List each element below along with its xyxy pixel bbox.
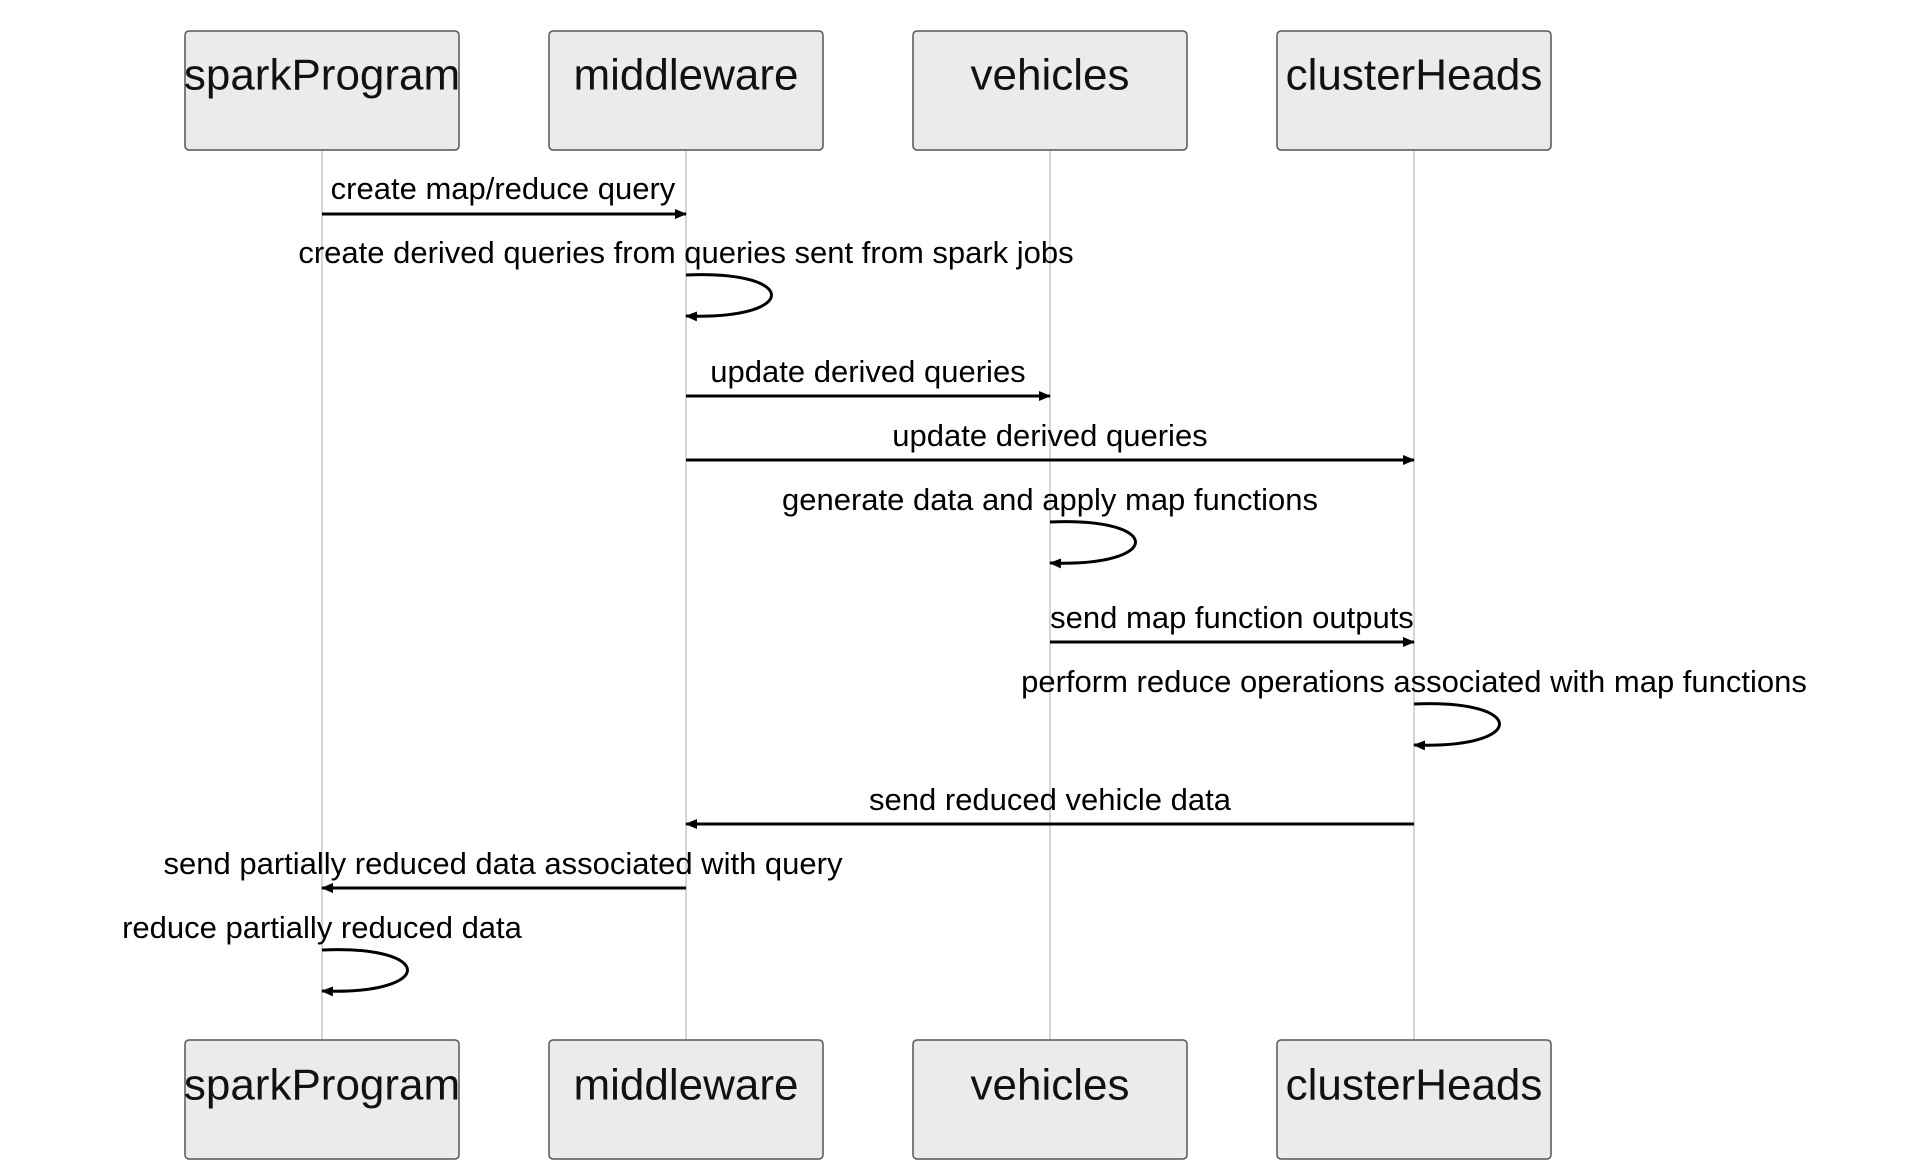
participant-vehicles-bottom: vehicles — [912, 1039, 1188, 1160]
participant-label: sparkProgram — [184, 51, 460, 100]
message-label: send map function outputs — [1050, 600, 1414, 635]
participant-clusterHeads-bottom: clusterHeads — [1276, 1039, 1552, 1160]
message-label: perform reduce operations associated wit… — [1021, 664, 1807, 699]
message-label: update derived queries — [710, 354, 1025, 389]
message-label: generate data and apply map functions — [782, 482, 1318, 517]
message-label: send partially reduced data associated w… — [164, 846, 843, 881]
participant-label: vehicles — [971, 1061, 1130, 1110]
participant-label: middleware — [574, 1061, 799, 1110]
participant-label: middleware — [574, 51, 799, 100]
self-message-arrow — [321, 948, 409, 997]
participant-label: clusterHeads — [1286, 51, 1543, 100]
participant-vehicles-top: vehicles — [912, 30, 1188, 151]
participant-sparkProgram-bottom: sparkProgram — [184, 1039, 460, 1160]
participant-middleware-bottom: middleware — [548, 1039, 824, 1160]
message-label: update derived queries — [892, 418, 1207, 453]
lifelines — [321, 150, 1415, 1040]
participant-label: clusterHeads — [1286, 1061, 1543, 1110]
participant-sparkProgram-top: sparkProgram — [184, 30, 460, 151]
self-message-arrow — [685, 273, 773, 322]
self-message-arrow — [1413, 702, 1501, 751]
message-label: create derived queries from queries sent… — [298, 235, 1073, 270]
participant-middleware-top: middleware — [548, 30, 824, 151]
messages: create map/reduce query create derived q… — [122, 171, 1807, 997]
message-label: create map/reduce query — [331, 171, 676, 206]
participant-clusterHeads-top: clusterHeads — [1276, 30, 1552, 151]
participants-top: sparkProgram middleware vehicles cluster… — [184, 30, 1552, 151]
participants-bottom: sparkProgram middleware vehicles cluster… — [184, 1039, 1552, 1160]
message-label: send reduced vehicle data — [869, 782, 1232, 817]
participant-label: sparkProgram — [184, 1061, 460, 1110]
message-label: reduce partially reduced data — [122, 910, 523, 945]
participant-label: vehicles — [971, 51, 1130, 100]
self-message-arrow — [1049, 520, 1137, 569]
